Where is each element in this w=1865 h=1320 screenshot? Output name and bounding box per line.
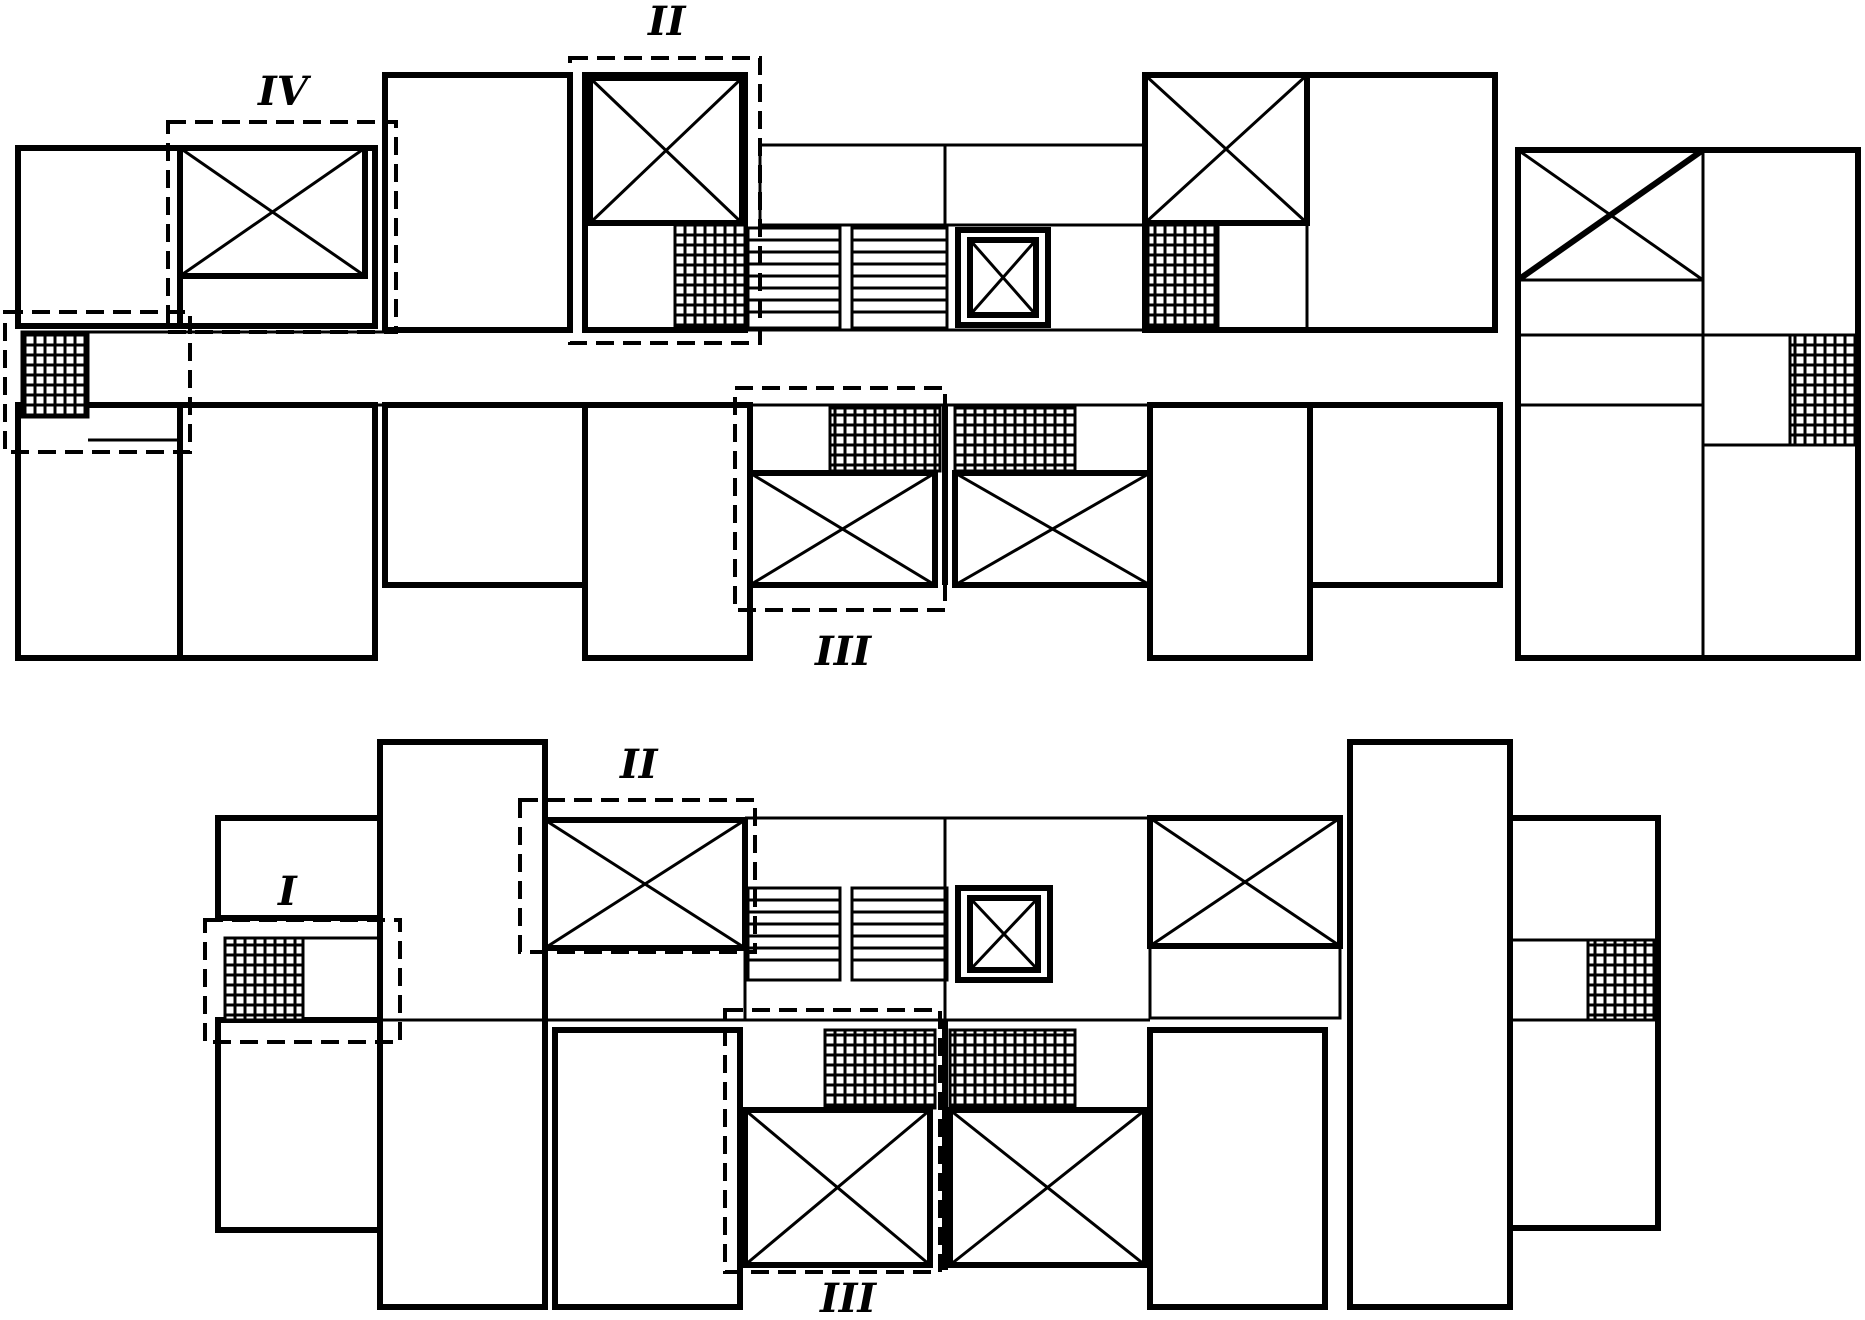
top-room-center-upper-b xyxy=(943,143,1147,227)
top-room-lower-b xyxy=(582,402,753,661)
top-room-center-upper-a xyxy=(758,143,947,227)
top-group-i-outline xyxy=(3,310,192,454)
bottom-elevator-iii-left-cross xyxy=(744,1108,931,1267)
top-stair-hatch-iii-b xyxy=(953,406,1077,473)
top-label-ii: II xyxy=(647,0,687,45)
top-stair-hatch-right xyxy=(1146,223,1220,329)
bottom-room-left-lower xyxy=(215,1017,383,1233)
bottom-shaft-small xyxy=(955,885,1053,983)
top-stair-hatch-iii-a xyxy=(828,406,942,473)
top-shaft-cross xyxy=(968,239,1038,316)
bottom-room-under-ii xyxy=(543,946,747,1022)
bottom-stair-treads xyxy=(748,898,947,962)
top-stair-flight-a xyxy=(746,226,842,330)
top-elevator-ii-cross xyxy=(588,76,744,225)
top-elevator-iii-left-cross xyxy=(749,471,936,587)
bottom-stair-flight-b xyxy=(850,886,949,982)
top-shaft-small-inner xyxy=(967,237,1039,318)
top-shaft-small xyxy=(955,227,1051,328)
bottom-elevator-iii-left xyxy=(742,1107,933,1268)
bottom-room-lower-right xyxy=(1147,1027,1328,1310)
top-stair-hatch-left xyxy=(20,330,90,419)
top-elevator-ii xyxy=(587,75,745,226)
top-elevator-iii-left xyxy=(747,470,938,588)
top-stair-flight-b xyxy=(850,226,949,330)
top-label-iv: IV xyxy=(257,68,312,115)
bottom-stair-hatch-iii-a xyxy=(823,1028,937,1110)
bottom-elevator-ii-cross xyxy=(544,818,746,950)
bottom-room-left-upper xyxy=(215,815,383,921)
bottom-elevator-iii-right xyxy=(947,1107,1148,1268)
bottom-group-iii-outline xyxy=(723,1008,942,1274)
top-room-tall xyxy=(382,72,573,333)
bottom-stair-flight-a xyxy=(746,886,842,982)
top-elevator-iii-right-cross xyxy=(954,471,1151,587)
top-plan: IV II III xyxy=(3,0,1861,675)
top-room-right-upper xyxy=(1142,72,1498,333)
top-stair-hatch-wing-right xyxy=(1788,333,1860,447)
top-room-right-lower-a xyxy=(1147,402,1313,661)
bottom-stair-hatch-i xyxy=(223,936,305,1022)
bottom-label-ii: II xyxy=(619,741,659,788)
top-stair-hatch-ii xyxy=(673,223,747,329)
top-elevator-wing-right-cross xyxy=(1517,148,1704,282)
bottom-group-ii-outline xyxy=(518,798,757,954)
bottom-room-lower-left xyxy=(552,1027,743,1310)
top-label-iii: III xyxy=(814,628,872,675)
bottom-stair-hatch-right xyxy=(1586,938,1656,1022)
bottom-group-i-outline xyxy=(203,918,402,1044)
top-group-ii-outline xyxy=(568,56,762,345)
bottom-room-tall-left xyxy=(377,739,548,1310)
bottom-shaft-small-inner xyxy=(967,895,1041,973)
bottom-plan: I II III xyxy=(203,739,1661,1320)
bottom-elevator-iii-right-cross xyxy=(949,1108,1146,1267)
top-room-left-upper xyxy=(15,145,183,329)
bottom-label-i: I xyxy=(277,868,298,915)
bottom-elevator-right-cross xyxy=(1149,816,1341,948)
bottom-shaft-cross xyxy=(968,896,1040,972)
top-elevator-right-cross xyxy=(1143,73,1309,225)
top-elevator-iv-cross xyxy=(179,146,366,278)
top-room-left-mid-lower xyxy=(177,402,378,661)
top-room-left-lower xyxy=(15,402,183,661)
top-room-lower-a xyxy=(382,402,588,588)
bottom-room-tall-right xyxy=(1347,739,1513,1310)
top-stair-iv-box xyxy=(177,145,378,329)
top-room-right-lower-b xyxy=(1307,402,1503,588)
bottom-stair-hatch-iii-b xyxy=(948,1028,1077,1110)
bottom-room-under-right-elevator xyxy=(1148,944,1342,1020)
top-group-iv-outline xyxy=(166,120,398,334)
top-elevator-iv xyxy=(177,145,368,279)
top-stair-treads xyxy=(748,238,947,314)
bottom-label-iii: III xyxy=(819,1275,877,1320)
bottom-room-right-wing xyxy=(1507,815,1661,1231)
